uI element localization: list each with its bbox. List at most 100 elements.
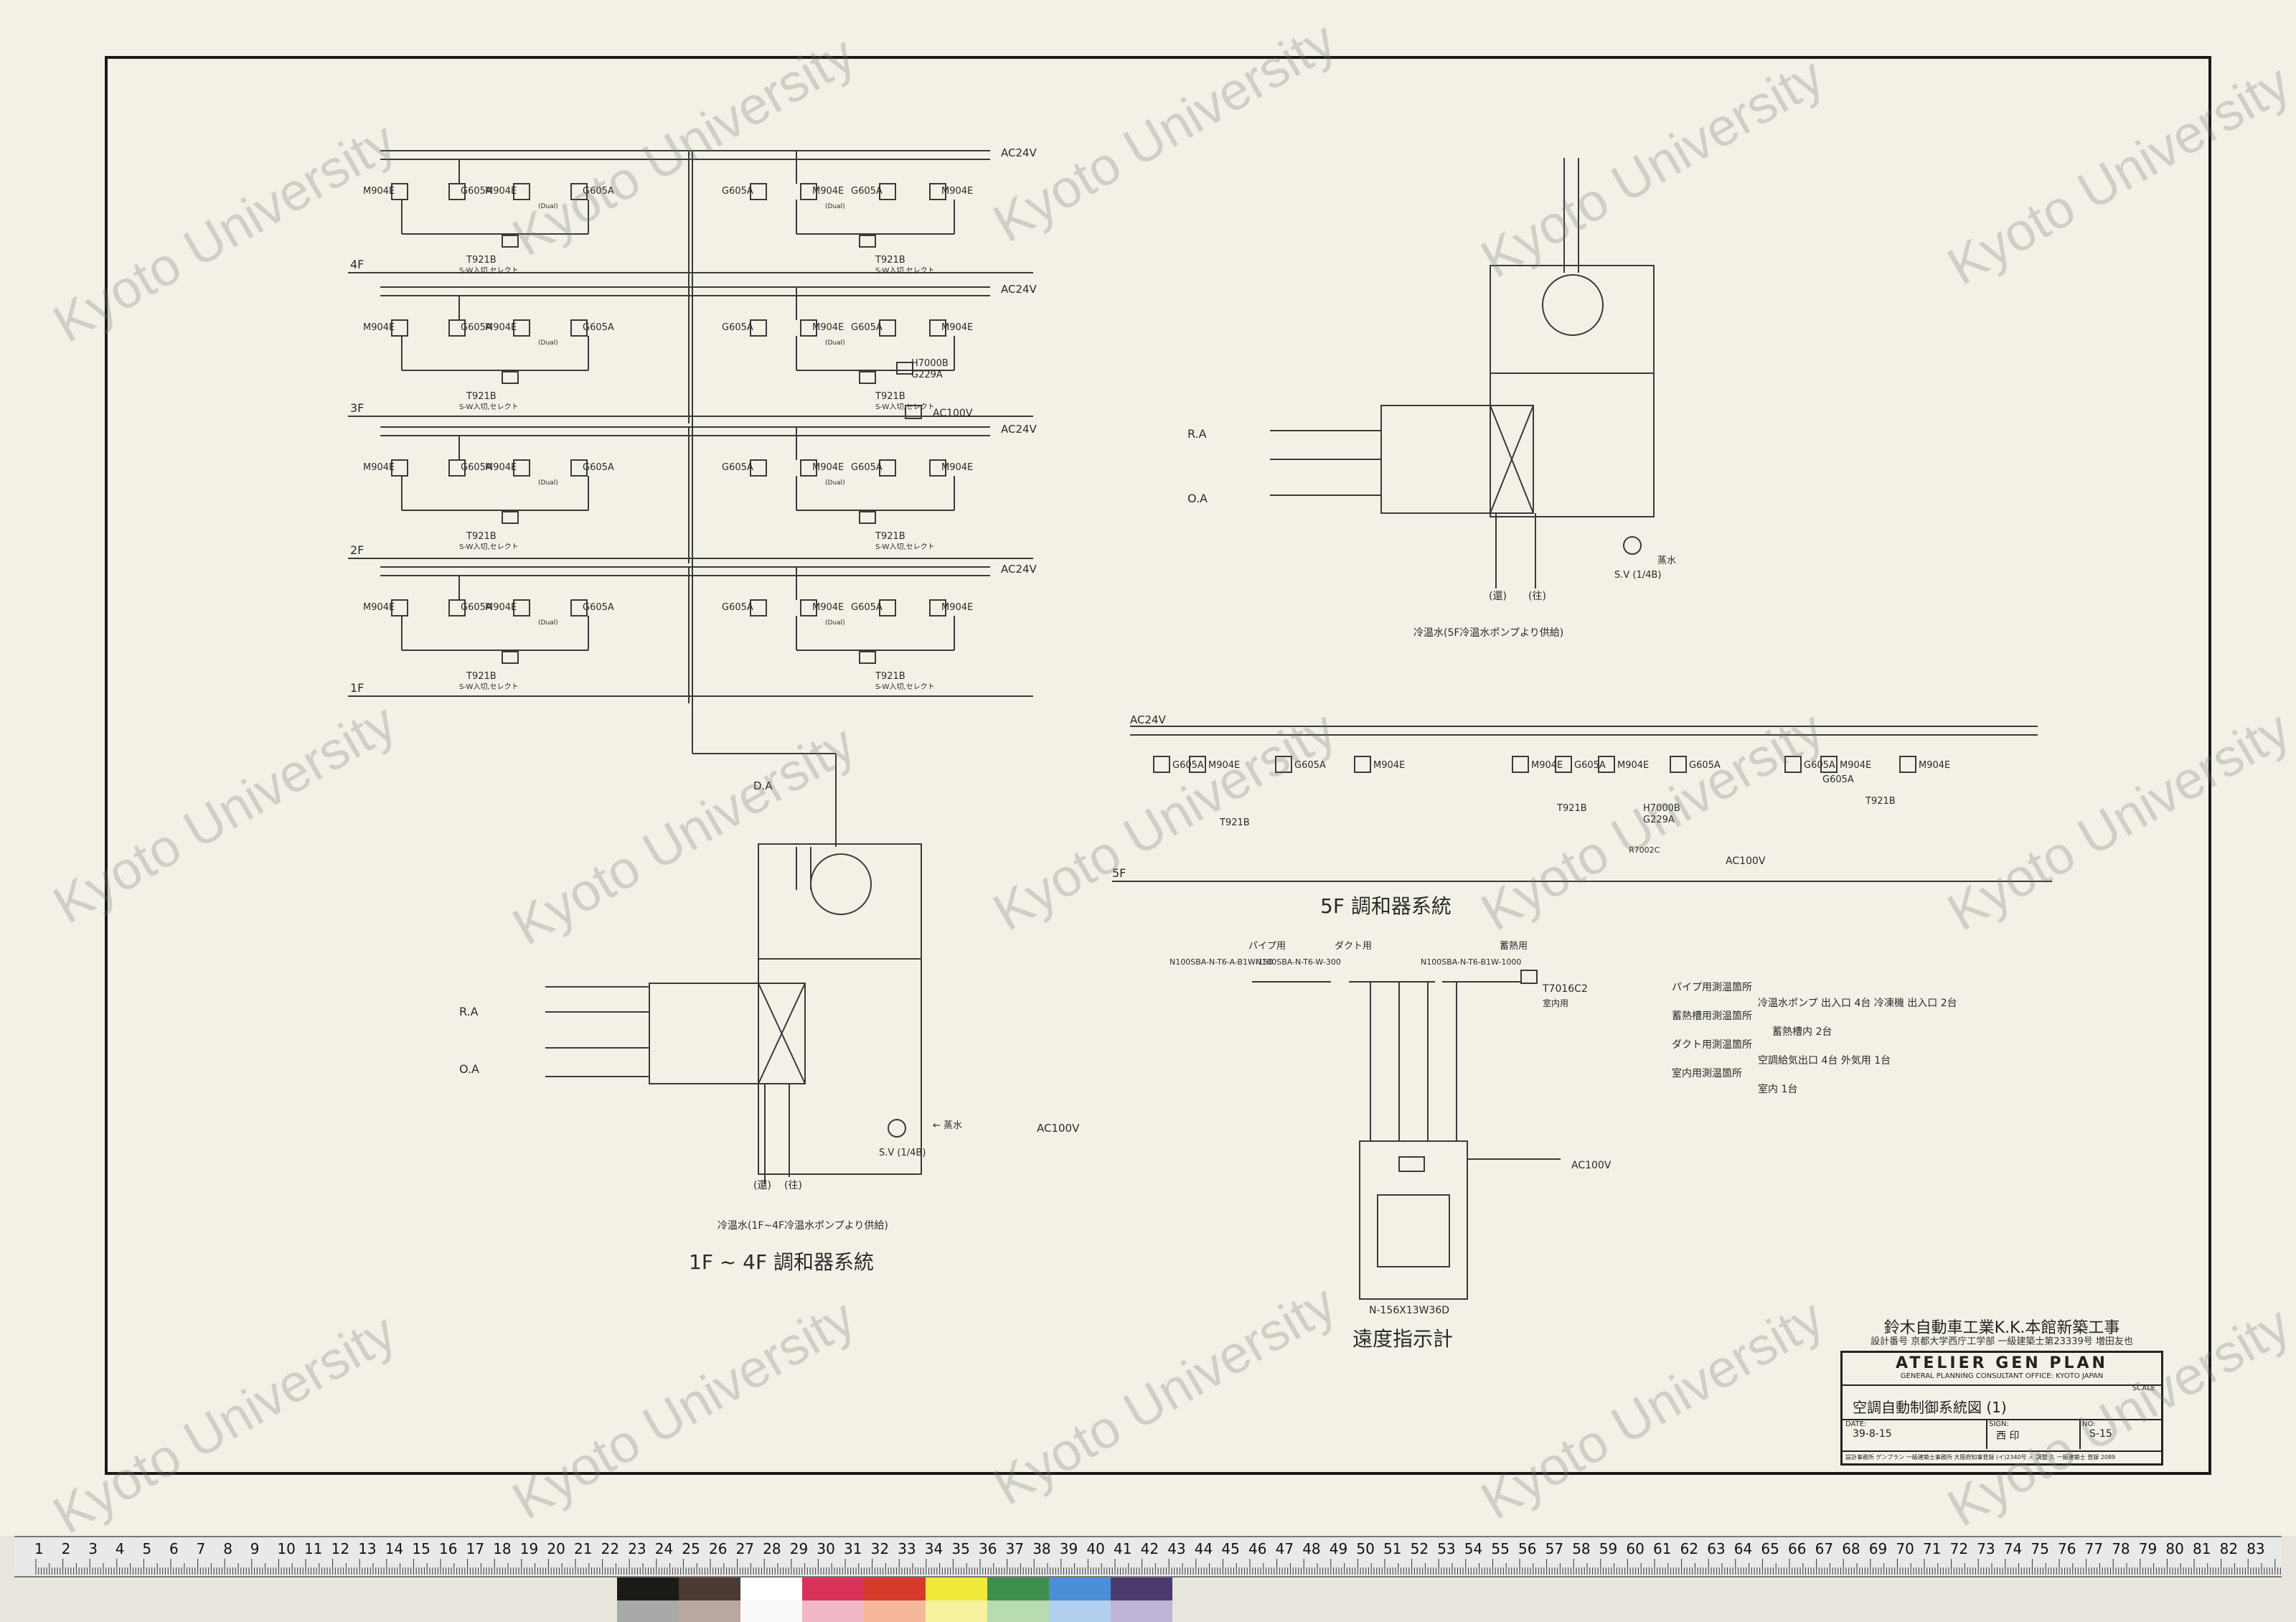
controller-box [879, 459, 896, 477]
thermostat-box [859, 651, 876, 664]
ruler-number: 80 [2165, 1540, 2184, 1557]
thermostat-box [859, 371, 876, 384]
ruler-number: 19 [519, 1540, 539, 1557]
sensor-type-label: 蓄熱用 [1500, 941, 1528, 952]
ruler-number: 7 [196, 1540, 206, 1557]
device-label: G605A [1804, 760, 1835, 771]
dual-label: (Dual) [825, 619, 845, 627]
oa-label: O.A [459, 1062, 479, 1076]
controller-box [448, 183, 466, 200]
color-swatches [617, 1578, 1177, 1622]
ruler-number: 39 [1059, 1540, 1078, 1557]
supply-label: (往) [784, 1180, 802, 1191]
ruler-number: 65 [1761, 1540, 1779, 1557]
color-swatch [617, 1578, 679, 1600]
ruler-number: 83 [2246, 1540, 2265, 1557]
humidistat-label: H7000B [911, 358, 949, 369]
controller-box [1820, 756, 1838, 773]
ra-label: R.A [459, 1005, 479, 1018]
ruler-number: 2 [61, 1540, 71, 1557]
ruler-number: 12 [331, 1540, 350, 1557]
thermostat-label: T921B [875, 391, 905, 402]
device-label: M904E [1919, 760, 1950, 771]
device-label-extra: G605A [1822, 774, 1854, 785]
legend-line: 蓄熱槽内 2台 [1772, 1026, 1832, 1038]
thermostat-label: T921B [466, 671, 497, 682]
ruler-number: 18 [493, 1540, 512, 1557]
device-label: M904E [941, 186, 973, 197]
controller-box [800, 599, 817, 617]
device-label: G605A [461, 322, 492, 333]
thermostat-box [502, 651, 519, 664]
controller-box [570, 459, 588, 477]
filter-x [758, 983, 806, 1084]
device-label: G605A [722, 602, 753, 613]
ruler-number: 51 [1383, 1540, 1402, 1557]
ruler-number: 68 [1842, 1540, 1860, 1557]
ruler-number: 11 [304, 1540, 323, 1557]
ruler-number: 30 [817, 1540, 835, 1557]
color-swatch [740, 1578, 802, 1600]
ruler-number: 75 [2031, 1540, 2049, 1557]
ruler-number: 17 [466, 1540, 485, 1557]
ruler-number: 61 [1653, 1540, 1672, 1557]
ruler-number: 42 [1140, 1540, 1159, 1557]
meta-row: DATE: 39-8-15 SIGN: 西 印 NO: S-15 [1843, 1420, 2161, 1449]
controller-box [750, 319, 767, 337]
device-label: M904E [363, 186, 395, 197]
ruler-number: 25 [682, 1540, 700, 1557]
controller-box [929, 319, 946, 337]
thermostat-note: S-W入切,セレクト [459, 543, 519, 551]
firm-subtitle: GENERAL PLANNING CONSULTANT OFFICE: KYOT… [1900, 1372, 2104, 1380]
controller-box [391, 183, 408, 200]
ruler-number: 34 [924, 1540, 944, 1557]
ruler-number: 6 [169, 1540, 179, 1557]
controller-box [1670, 756, 1687, 773]
color-swatch-light [1111, 1600, 1172, 1622]
designer-line: 設計番号 京都大学西庁工学部 一級建築士第23339号 増田友也 [1871, 1336, 2133, 1347]
sensor-type-label: パイプ用 [1248, 941, 1286, 952]
ruler-number: 82 [2219, 1540, 2239, 1557]
ac24-label: AC24V [1001, 283, 1038, 296]
controller-box [1512, 756, 1529, 773]
device-label: M904E [941, 322, 973, 333]
thermostat-note: S-W入切,セレクト [459, 266, 519, 275]
controller-box [1598, 756, 1615, 773]
color-swatch-light [864, 1600, 926, 1622]
ahu-mixing-box [649, 983, 759, 1084]
device-label: M904E [812, 186, 844, 197]
device-label: M904E [485, 322, 517, 333]
ac100-label: AC100V [1037, 1122, 1080, 1135]
dual-label: (Dual) [825, 479, 845, 487]
ac100-label: AC100V [933, 408, 973, 419]
controller-box [1784, 756, 1802, 773]
device-label: M904E [1531, 760, 1563, 771]
ruler-number: 10 [277, 1540, 296, 1557]
ruler-number: 81 [2193, 1540, 2211, 1557]
ac100-label: AC100V [1726, 855, 1766, 867]
water-label: ← 蒸水 [933, 1120, 962, 1131]
ruler-number: 64 [1733, 1540, 1753, 1557]
device-label: M904E [941, 462, 973, 473]
ruler-number: 52 [1410, 1540, 1429, 1557]
ruler-number: 1 [34, 1540, 44, 1557]
humidistat-sub: G229A [1643, 815, 1675, 825]
indicator-display [1377, 1194, 1450, 1267]
controller-box [1153, 756, 1170, 773]
color-swatch [1111, 1578, 1172, 1600]
device-label: G605A [851, 602, 883, 613]
controller-box [1275, 756, 1292, 773]
device-label: M904E [1208, 760, 1240, 771]
ruler-number: 57 [1545, 1540, 1564, 1557]
ra-label: R.A [1187, 427, 1207, 441]
controller-box [448, 459, 466, 477]
ruler-number: 69 [1868, 1540, 1888, 1557]
thermostat-label: T921B [875, 671, 905, 682]
dual-label: (Dual) [538, 203, 558, 210]
firm-row: ATELIER GEN PLAN GENERAL PLANNING CONSUL… [1843, 1353, 2161, 1386]
color-swatch-light [987, 1600, 1049, 1622]
ruler-number: 23 [628, 1540, 646, 1557]
ruler-number: 29 [789, 1540, 809, 1557]
